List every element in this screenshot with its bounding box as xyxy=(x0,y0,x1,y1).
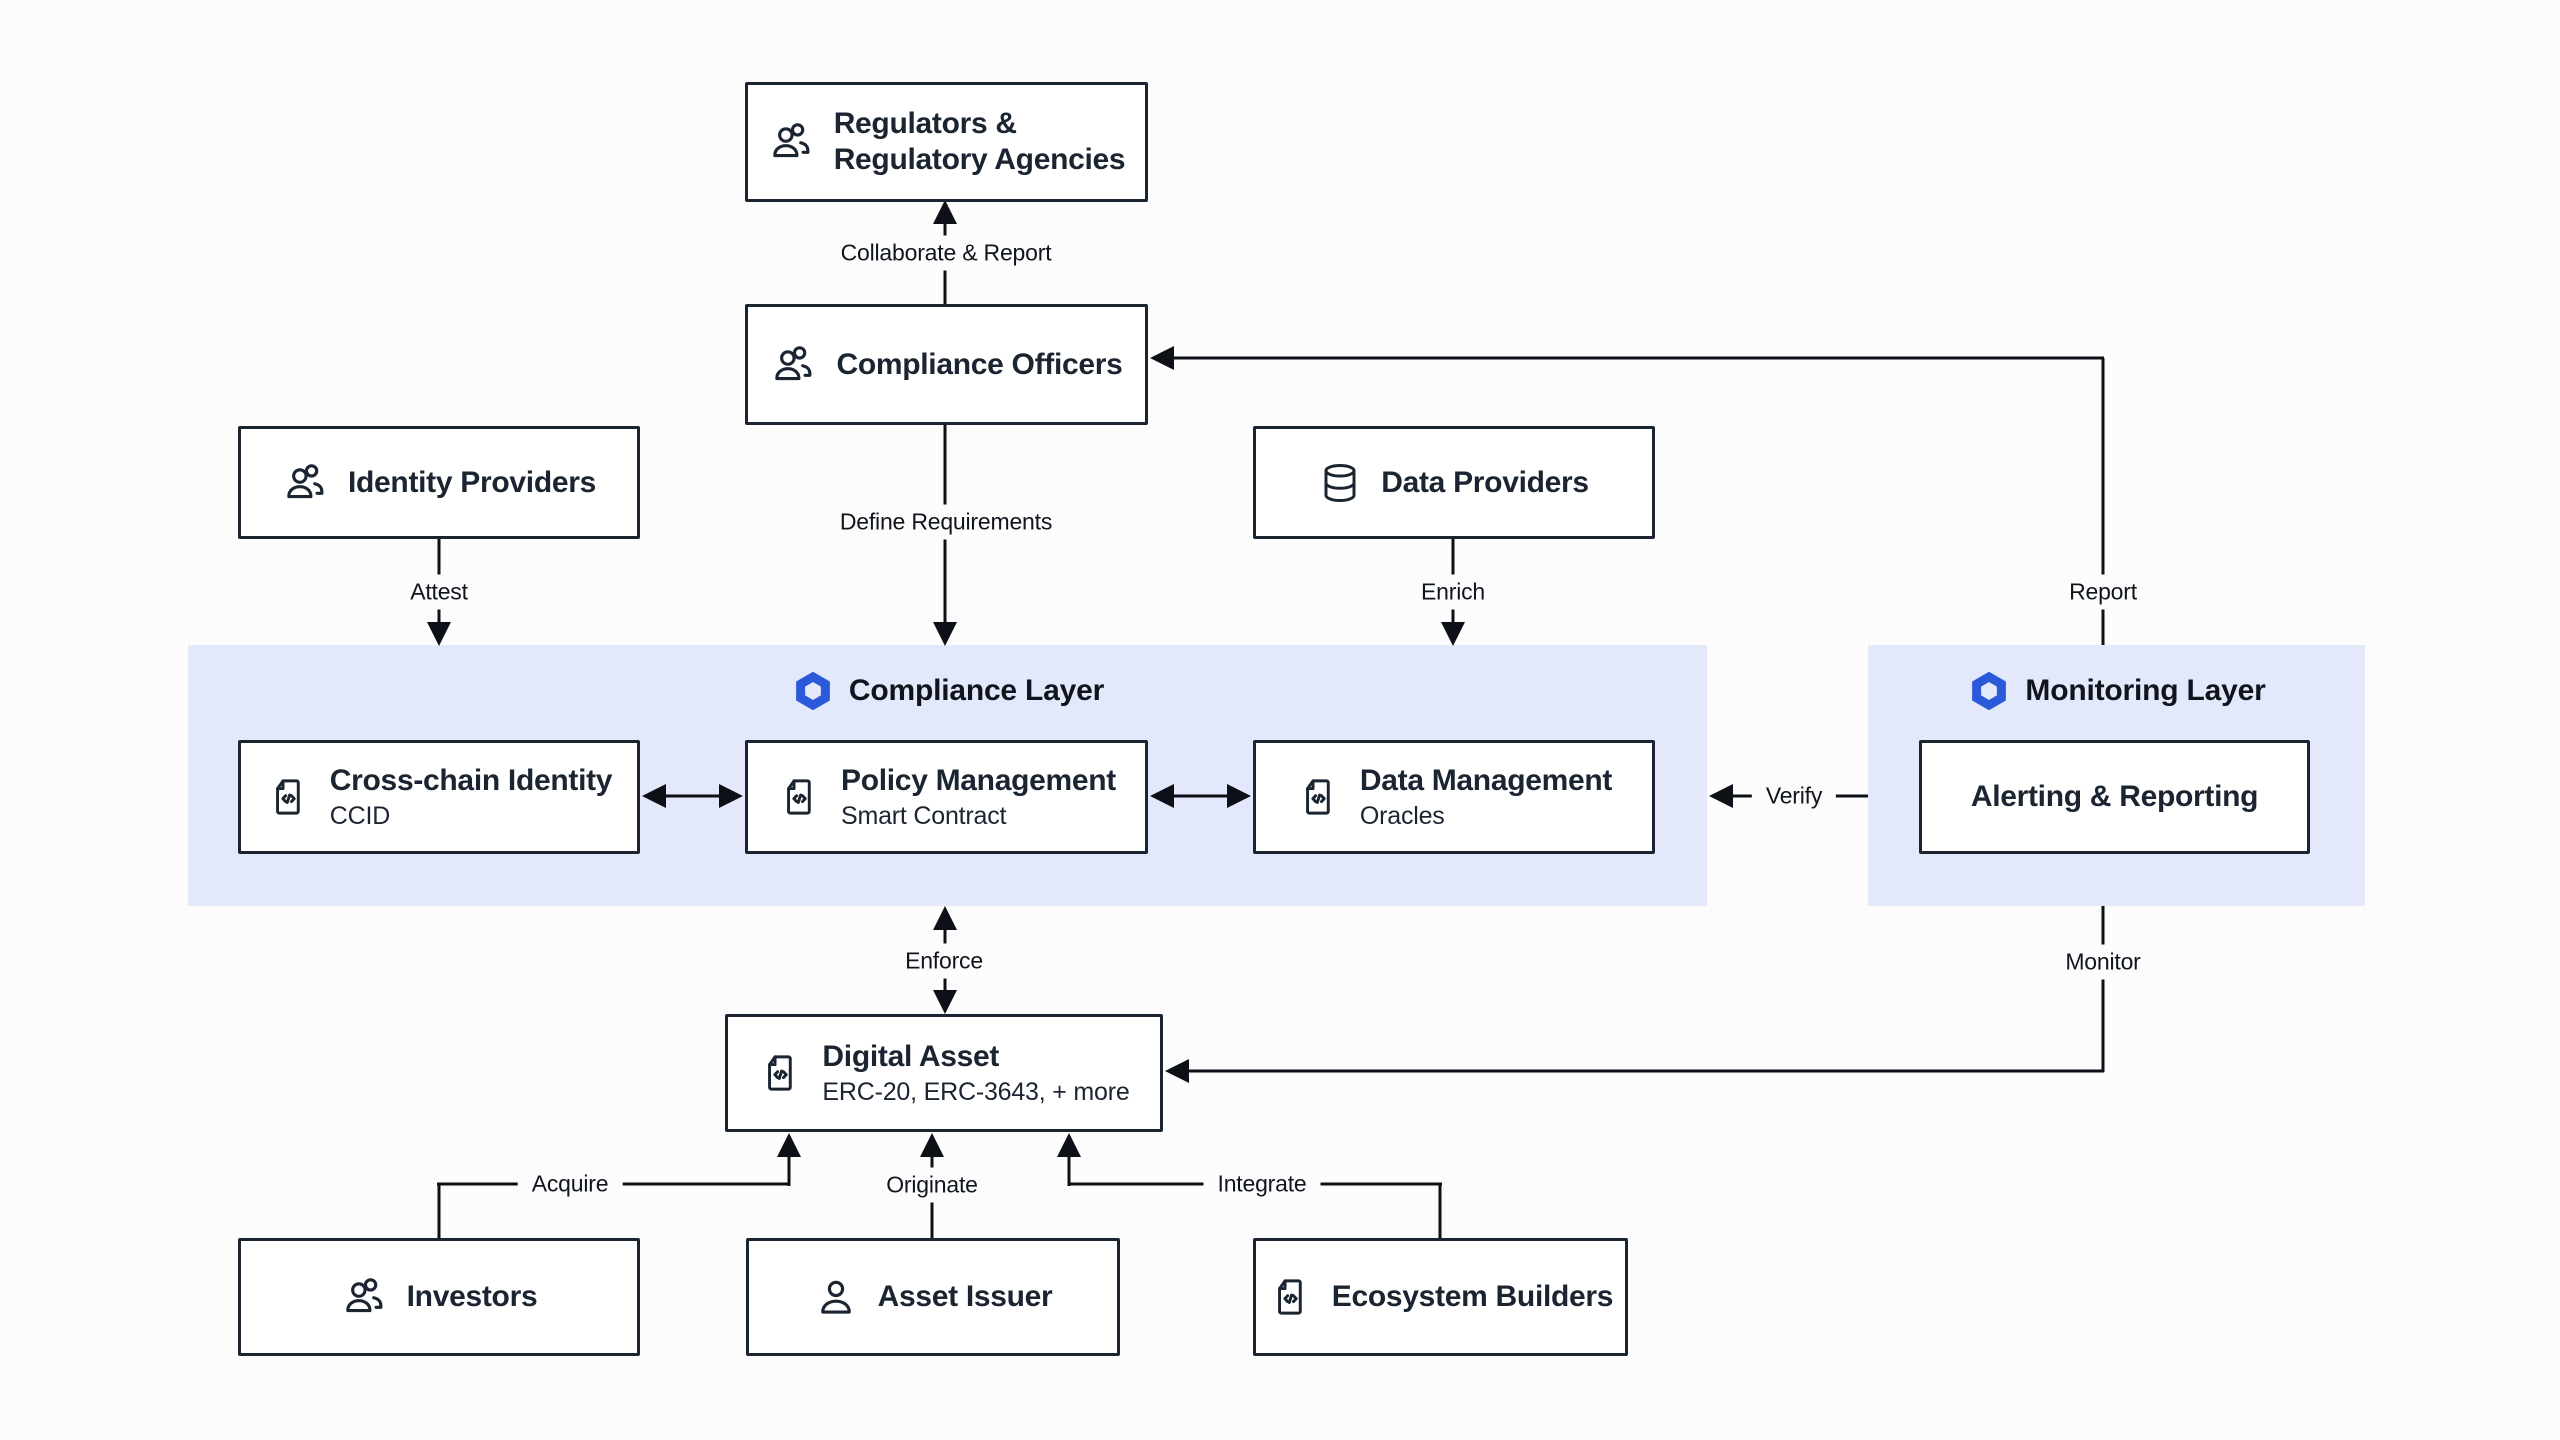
edge-enforce-arrowhead-down xyxy=(933,990,957,1014)
node-digital-asset: Digital Asset ERC-20, ERC-3643, + more xyxy=(725,1014,1163,1132)
edge-label-integrate: Integrate xyxy=(1203,1166,1321,1202)
edge-enrich-arrowhead xyxy=(1441,622,1465,646)
monitoring-layer-title: Monitoring Layer xyxy=(2025,674,2266,707)
node-regulators: Regulators & Regulatory Agencies xyxy=(745,82,1148,202)
file-code-icon xyxy=(1277,1279,1302,1315)
edge-report-arrowhead xyxy=(1150,346,1174,370)
users-icon xyxy=(772,123,810,158)
edge-label-monitor: Monitor xyxy=(2051,944,2155,980)
file-code-icon xyxy=(275,779,300,815)
edge-label-originate: Originate xyxy=(872,1167,992,1203)
node-digital-asset-text: Digital Asset ERC-20, ERC-3643, + more xyxy=(822,1039,1129,1107)
hexagon-logo-icon xyxy=(796,671,830,711)
node-ecosystem-builders-title: Ecosystem Builders xyxy=(1331,1280,1614,1313)
node-asset-issuer-title: Asset Issuer xyxy=(877,1280,1053,1313)
node-data-management-title: Data Management xyxy=(1359,764,1613,797)
edge-policy-datamgmt-arrowhead-right xyxy=(1227,784,1251,808)
edge-verify-arrowhead xyxy=(1709,784,1733,808)
edge-enforce-arrowhead-up xyxy=(933,906,957,930)
node-asset-issuer: Asset Issuer xyxy=(746,1238,1120,1356)
edge-label-define-requirements: Define Requirements xyxy=(825,504,1067,540)
node-policy-management-text: Policy Management Smart Contract xyxy=(841,763,1116,831)
edge-define-arrowhead xyxy=(933,622,957,646)
edge-originate-arrowhead xyxy=(920,1133,944,1157)
users-icon xyxy=(287,463,324,498)
edge-attest-arrowhead xyxy=(427,622,451,646)
file-code-icon xyxy=(768,1055,793,1091)
users-icon xyxy=(345,1278,383,1313)
compliance-layer-title: Compliance Layer xyxy=(848,674,1105,707)
edge-acquire-arrowhead xyxy=(777,1133,801,1157)
edge-label-attest: Attest xyxy=(396,574,482,610)
node-investors: Investors xyxy=(238,1238,640,1356)
edge-ccid-policy-arrowhead-left xyxy=(642,784,666,808)
node-ecosystem-builders: Ecosystem Builders xyxy=(1253,1238,1628,1356)
users-icon xyxy=(775,345,812,380)
node-data-providers: Data Providers xyxy=(1253,426,1655,539)
node-alerting-reporting: Alerting & Reporting xyxy=(1919,740,2310,854)
edge-label-enrich: Enrich xyxy=(1407,574,1499,610)
node-cross-chain-identity: Cross-chain Identity CCID xyxy=(238,740,640,854)
edge-integrate-arrowhead xyxy=(1057,1133,1081,1157)
node-cross-chain-identity-text: Cross-chain Identity CCID xyxy=(329,763,613,831)
edge-monitor-arrowhead xyxy=(1165,1059,1189,1083)
node-policy-management: Policy Management Smart Contract xyxy=(745,740,1148,854)
monitoring-layer-header: Monitoring Layer xyxy=(1868,666,2365,716)
edge-label-report: Report xyxy=(2055,574,2151,610)
edge-ccid-policy-arrowhead-right xyxy=(719,784,743,808)
compliance-layer-header: Compliance Layer xyxy=(188,666,1707,716)
database-icon xyxy=(1324,463,1356,502)
user-icon xyxy=(820,1280,851,1314)
edge-collaborate-arrowhead xyxy=(933,200,957,224)
node-investors-title: Investors xyxy=(406,1280,538,1313)
node-digital-asset-title: Digital Asset xyxy=(822,1040,1000,1073)
file-code-icon xyxy=(1305,779,1330,815)
edge-label-acquire: Acquire xyxy=(517,1166,623,1202)
hexagon-logo-icon xyxy=(1972,671,2007,711)
node-data-management-text: Data Management Oracles xyxy=(1359,763,1613,831)
node-cross-chain-identity-title: Cross-chain Identity xyxy=(329,764,613,797)
node-cross-chain-identity-subtitle: CCID xyxy=(329,802,391,830)
file-code-icon xyxy=(787,779,811,815)
edge-policy-datamgmt-arrowhead-left xyxy=(1150,784,1174,808)
node-identity-providers-title: Identity Providers xyxy=(347,465,596,499)
node-regulators-title-line1: Regulators & xyxy=(833,107,1017,140)
node-regulators-text: Regulators & Regulatory Agencies xyxy=(834,106,1126,178)
node-policy-management-subtitle: Smart Contract xyxy=(841,802,1007,830)
node-compliance-officers-title: Compliance Officers xyxy=(836,347,1123,381)
node-compliance-officers: Compliance Officers xyxy=(745,304,1148,425)
edge-label-enforce: Enforce xyxy=(891,943,997,979)
node-data-providers-title: Data Providers xyxy=(1381,465,1589,499)
node-regulators-title-line2: Regulatory Agencies xyxy=(833,143,1126,176)
node-alerting-reporting-title: Alerting & Reporting xyxy=(1970,780,2259,813)
node-digital-asset-subtitle: ERC-20, ERC-3643, + more xyxy=(822,1078,1130,1106)
edge-label-collaborate-report: Collaborate & Report xyxy=(826,235,1066,271)
node-policy-management-title: Policy Management xyxy=(841,764,1116,797)
edge-label-verify: Verify xyxy=(1751,778,1837,814)
node-data-management: Data Management Oracles xyxy=(1253,740,1655,854)
node-data-management-subtitle: Oracles xyxy=(1359,802,1445,830)
node-identity-providers: Identity Providers xyxy=(238,426,640,539)
